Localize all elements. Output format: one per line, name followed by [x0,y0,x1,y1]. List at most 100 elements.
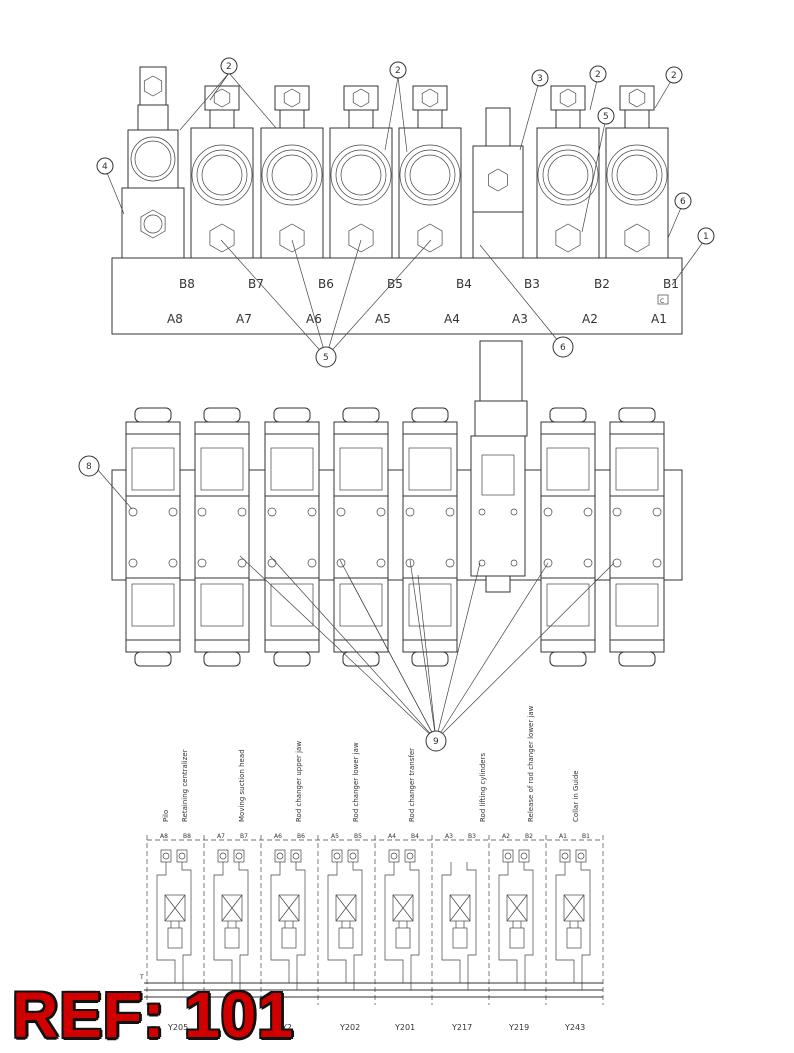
coil-face-bottom [200,583,244,627]
bolt-icon [168,558,178,568]
hydraulic-schematic: Pilo Retaining centralizer Moving suctio… [139,705,604,1032]
svg-text:2: 2 [395,66,401,76]
coil-face-bottom [131,583,175,627]
svg-text:Pilo: Pilo [162,810,170,822]
mid-valve-5 [333,407,389,667]
bolt-icon [128,507,138,517]
valve-id-label: Y202 [339,1023,360,1032]
coil-cap-top [540,421,596,435]
coil-face-top [339,447,383,491]
coil-ring-inner [271,154,313,196]
connector-bottom [273,651,311,667]
a-port-label: A2 [582,312,598,326]
svg-text:2: 2 [595,70,601,80]
coil-ring-mid [335,149,387,201]
coil-ring [130,136,176,182]
coil-face-bottom [270,583,314,627]
solenoid-neck [555,109,581,129]
middle-view: 8 9 [78,340,683,752]
valve-id-label: Y2 [281,1023,292,1032]
solenoid-cap [343,85,379,111]
svg-text:Moving suction head: Moving suction head [238,749,246,822]
valve-center [540,495,596,579]
bolt-icon [612,507,622,517]
pilot-stage [167,927,183,949]
line-b [181,862,192,990]
check-ball-icon [349,852,357,860]
top-valve-5 [329,85,393,259]
valve-id-label: Y201 [394,1023,415,1032]
coil-cap-top [333,421,389,435]
coil-face-top [546,447,590,491]
solenoid-neck [279,109,305,129]
reducer-body [470,435,526,577]
bolt-icon [652,558,662,568]
solenoid-neck [137,104,169,131]
valve-id-label: Y217 [451,1023,472,1032]
coil-cap-bottom [540,639,596,653]
svg-text:Retaining centralizer: Retaining centralizer [181,749,189,822]
svg-text:6: 6 [680,197,686,207]
coil-ring-mid [611,149,663,201]
bolt-icon [478,508,486,516]
pilot-stage [509,927,525,949]
connector-top [618,407,656,423]
coil-cap-bottom [609,639,665,653]
b-port-label: B6 [318,277,334,291]
coil-cap-top [264,421,320,435]
port-a-label: A2 [502,833,510,840]
pilot-stage [566,927,582,949]
port-b-label: B3 [468,833,476,840]
top-valve-8 [121,66,185,259]
valve-center [402,495,458,579]
a-port-label: A5 [375,312,391,326]
bolt-icon [128,558,138,568]
coil-ring-inner [616,154,658,196]
coil-top [194,433,250,497]
nut-icon [628,88,646,108]
coil-cap-top [609,421,665,435]
valve-body [536,127,600,259]
port-a-label: A4 [388,833,396,840]
check-ball-icon [178,852,186,860]
svg-text:Release of rod changer lower j: Release of rod changer lower jaw [527,705,535,822]
flow-arrow [335,894,357,922]
line-a [270,862,290,983]
bolt-icon [652,507,662,517]
solenoid-neck [417,109,443,129]
bolt-icon [237,558,247,568]
line-a [384,862,404,983]
coil-face-top [615,447,659,491]
line-a [441,862,461,983]
mid-valve-6 [264,407,320,667]
coil-face-top [200,447,244,491]
directional-valve [392,894,414,922]
connector-top [549,407,587,423]
mid-valve-1 [609,407,665,667]
solenoid-cap [619,85,655,111]
port-a-label: A8 [160,833,168,840]
bolt-icon [267,507,277,517]
line-a [555,862,575,983]
directional-valve [278,894,300,922]
port-a-label: A1 [559,833,567,840]
coil-ring [606,144,668,206]
valve-id-label: Y219 [508,1023,529,1032]
coil-ring-inner [547,154,589,196]
b-port-label: B7 [248,277,264,291]
flow-arrow [278,894,300,922]
connector-bottom [411,651,449,667]
connector-top [342,407,380,423]
plug-icon [140,209,166,239]
valve-id-label: Y2 [224,1023,235,1032]
svg-text:2: 2 [671,71,677,81]
a-port-label: A3 [512,312,528,326]
directional-valve [506,894,528,922]
bolt-icon [197,558,207,568]
check-ball-icon [390,852,398,860]
bolt-icon [445,558,455,568]
svg-text:3: 3 [537,74,543,84]
